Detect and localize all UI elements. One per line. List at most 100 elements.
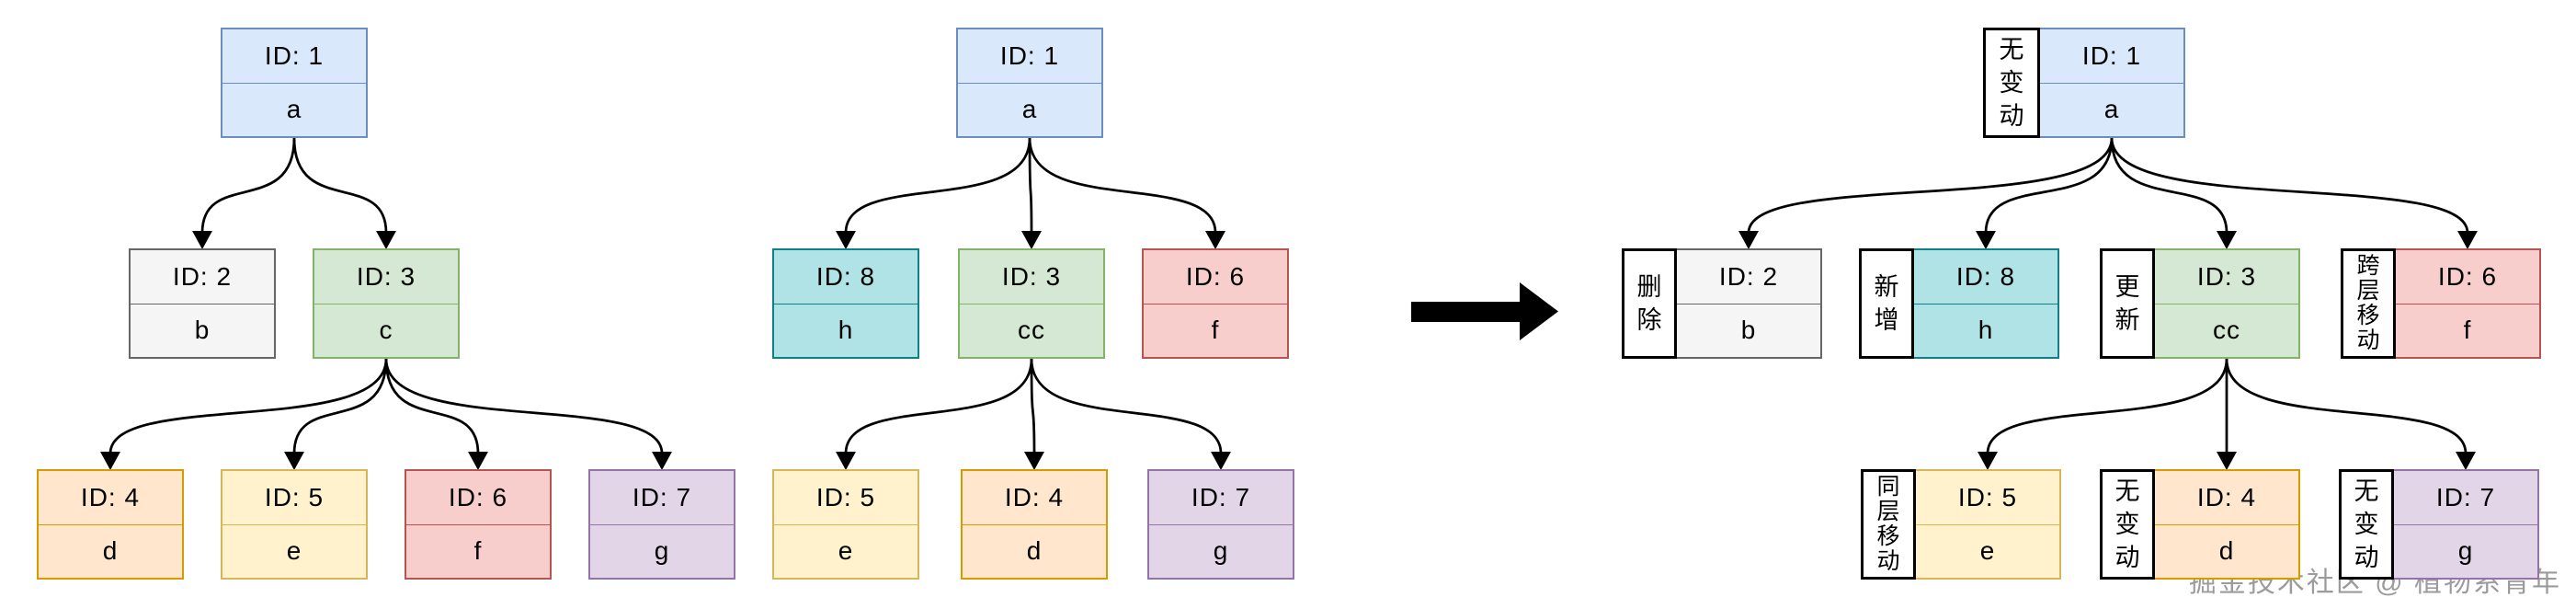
new-tree-node-f: ID: 6 f <box>1142 248 1289 359</box>
change-tag-char: 层 <box>2356 278 2380 304</box>
node-id-label: ID: 6 <box>1185 262 1246 291</box>
arrowhead-icon <box>100 452 120 470</box>
change-tag-char: 层 <box>1876 499 1900 524</box>
change-tag-char: 除 <box>1636 306 1662 334</box>
node-name-label: h <box>1978 316 1994 344</box>
node-id-label: ID: 2 <box>1718 262 1779 291</box>
tree-edge <box>384 358 664 454</box>
tree-edge <box>2225 358 2468 454</box>
node-name-label: e <box>838 536 854 565</box>
tree-edge <box>1028 137 1033 234</box>
node-divider <box>774 524 918 525</box>
node-name-label: f <box>2463 316 2472 344</box>
node-name-label: d <box>2218 536 2235 565</box>
tree-edge <box>108 358 388 454</box>
change-tag-g: 无变动 <box>2339 469 2394 580</box>
tree-edge <box>2110 137 2469 234</box>
tree-edge <box>384 358 480 454</box>
change-tag-char: 变 <box>2354 511 2379 538</box>
change-tag-char: 无 <box>1999 36 2024 63</box>
tree-edge <box>1030 358 1223 454</box>
arrowhead-icon <box>1211 452 1231 470</box>
node-name-label: b <box>194 316 211 344</box>
node-name-label: cc <box>2213 316 2240 344</box>
node-name-label: f <box>1211 316 1220 344</box>
change-tag-char: 动 <box>2356 327 2380 353</box>
tree-edge <box>1028 137 1217 234</box>
change-tag-char: 移 <box>1876 523 1900 549</box>
node-name-label: e <box>1979 536 1996 565</box>
new-tree-node-a: ID: 1 a <box>956 28 1103 138</box>
node-divider <box>963 524 1106 525</box>
arrowhead-icon <box>652 452 672 470</box>
node-id-label: ID: 5 <box>1957 483 2018 511</box>
node-id-label: ID: 3 <box>356 262 416 291</box>
change-tag-char: 动 <box>2354 544 2379 571</box>
arrowhead-icon <box>376 231 396 249</box>
tree-edge <box>1986 358 2228 454</box>
node-divider <box>1916 524 2059 525</box>
node-id-label: ID: 7 <box>632 483 692 511</box>
node-name-label: f <box>473 536 483 565</box>
change-tag-char: 动 <box>2114 544 2140 571</box>
change-tag-char: 动 <box>1876 548 1900 574</box>
arrowhead-icon <box>1024 452 1044 470</box>
tree-edge <box>1030 358 1036 454</box>
arrowhead-icon <box>2217 452 2237 470</box>
tree-edge <box>292 358 388 454</box>
change-tag-char: 新 <box>2114 306 2140 334</box>
change-tag-e: 同层移动 <box>1861 469 1916 580</box>
node-id-label: ID: 2 <box>172 262 233 291</box>
node-name-label: a <box>286 95 302 123</box>
node-id-label: ID: 1 <box>264 41 325 70</box>
node-divider <box>406 524 550 525</box>
arrowhead-icon <box>192 231 212 249</box>
change-tag-char: 删 <box>1636 273 1662 301</box>
node-name-label: h <box>838 316 854 344</box>
change-tag-cc: 更新 <box>2100 248 2155 359</box>
change-tag-a: 无变动 <box>1983 28 2040 138</box>
node-id-label: ID: 1 <box>999 41 1060 70</box>
change-tag-char: 同 <box>1876 474 1900 500</box>
change-tag-d: 无变动 <box>2100 469 2155 580</box>
change-tag-f: 跨层移动 <box>2341 248 2396 359</box>
change-tag-char: 移 <box>2356 303 2380 328</box>
node-divider <box>39 524 182 525</box>
node-id-label: ID: 3 <box>1001 262 1062 291</box>
node-name-label: a <box>2103 95 2120 123</box>
node-id-label: ID: 4 <box>80 483 141 511</box>
change-tag-char: 无 <box>2354 477 2379 505</box>
arrowhead-icon <box>1205 231 1225 249</box>
arrowhead-icon <box>836 231 856 249</box>
tree-edge <box>1984 137 2114 234</box>
change-tag-char: 动 <box>1999 102 2024 130</box>
arrowhead-icon <box>1021 231 1042 249</box>
node-divider <box>222 83 366 84</box>
node-divider <box>1149 524 1293 525</box>
node-name-label: e <box>286 536 302 565</box>
node-divider <box>958 83 1101 84</box>
node-divider <box>2155 524 2298 525</box>
change-tag-char: 更 <box>2114 273 2140 301</box>
node-id-label: ID: 4 <box>1004 483 1065 511</box>
tree-edge <box>844 358 1033 454</box>
node-name-label: a <box>1021 95 1038 123</box>
change-tag-char: 新 <box>1874 273 1899 301</box>
tree-edge <box>292 137 388 234</box>
tree-edge <box>200 137 296 234</box>
node-id-label: ID: 7 <box>1191 483 1251 511</box>
tree-edge <box>2110 137 2228 234</box>
node-divider <box>2040 83 2183 84</box>
old-tree-node-a: ID: 1 a <box>221 28 368 138</box>
